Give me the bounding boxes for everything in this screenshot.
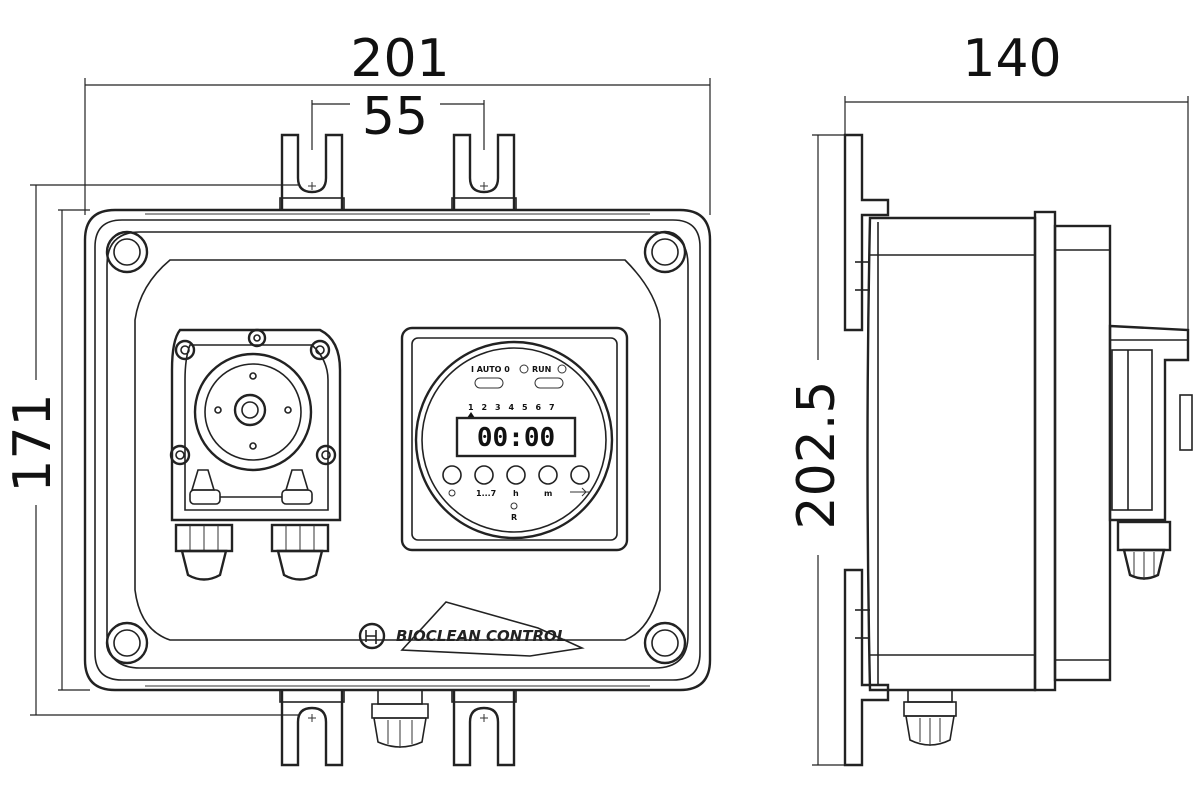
brand-icon [358,622,386,650]
timer-button-4[interactable] [538,465,558,485]
brand-logo: BIOCLEAN CONTROL [358,601,585,657]
program-icon [448,489,456,497]
reset-button[interactable] [510,502,518,510]
cable-gland-side [903,689,957,746]
dimension-bracket-spacing: 55 [311,87,485,150]
clock-icon [519,364,529,374]
timer-button-2[interactable] [474,465,494,485]
day-label: 5 [522,403,528,412]
day-label: 7 [549,403,555,412]
screw-bottom-left [105,621,149,665]
timer-button-hour-label: h [513,489,519,498]
screw-top-right [643,230,687,274]
screw-top-left [105,230,149,274]
day-label: 3 [495,403,501,412]
day-label: 4 [509,403,515,412]
timer-mode-label: I AUTO 0 [471,365,510,374]
dimension-height-front-label: 171 [3,393,63,492]
pump-head-side [1108,324,1193,580]
timer-button-reset-label: R [511,513,517,522]
day-label: 1 [468,403,474,412]
skip-icon [570,487,590,497]
wall-plate [843,133,890,767]
bottom-bracket-right [451,689,517,767]
dimension-height-front: 171 [3,184,300,716]
day-marker-icon [467,412,475,418]
timer-button-5[interactable] [570,465,590,485]
run-switch[interactable] [534,377,564,389]
brand-name: BIOCLEAN CONTROL [396,627,566,645]
enclosure-front [83,208,712,692]
dimension-height-side-label: 202.5 [787,381,847,530]
manual-icon [557,364,567,374]
dimension-width-label: 201 [350,29,449,89]
cable-gland-front [371,689,429,748]
timer-button-days-label: 1...7 [476,489,496,498]
dimension-bracket-spacing-label: 55 [362,87,428,147]
day-label: 2 [482,403,488,412]
lcd-time: 00:00 [477,423,555,453]
timer-run-label: RUN [532,365,551,374]
lcd-display [455,416,577,458]
dimension-depth-label: 140 [962,29,1061,89]
bottom-bracket-left [279,689,345,767]
mode-switch[interactable] [474,377,504,389]
screw-bottom-right [643,621,687,665]
dimension-depth: 140 [844,29,1189,335]
timer-button-1[interactable] [442,465,462,485]
side-view: 140 202.5 [787,29,1193,767]
timer-button-3[interactable] [506,465,526,485]
dimension-height-side: 202.5 [787,134,850,766]
dimension-width: 201 [84,29,711,215]
peristaltic-pump [169,328,342,581]
enclosure-side [866,210,1112,692]
timer-button-minute-label: m [544,489,552,498]
day-label: 6 [536,403,542,412]
